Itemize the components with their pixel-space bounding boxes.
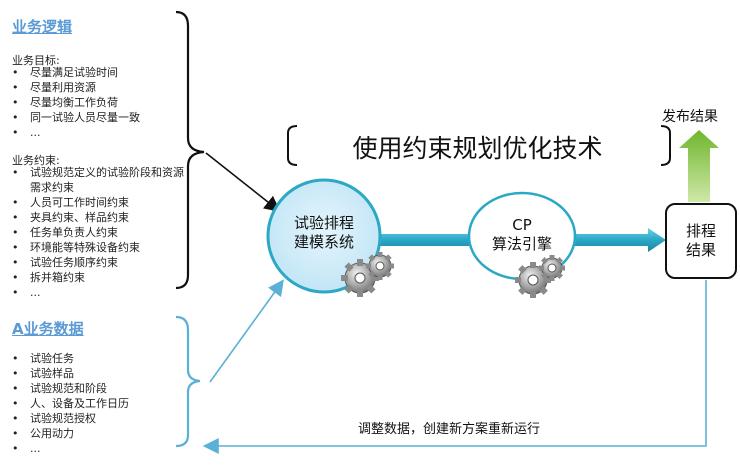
list-item: 尽量均衡工作负荷 bbox=[0, 95, 180, 110]
list-item: 夹具约束、样品约束 bbox=[0, 210, 188, 225]
center-title: 使用约束规划优化技术 bbox=[352, 134, 603, 163]
logic-to-model-arrow bbox=[205, 152, 281, 212]
model-circle bbox=[266, 178, 382, 294]
constraints-heading: 业务约束: bbox=[12, 154, 60, 167]
title-bracket-left bbox=[287, 125, 298, 166]
logic-section-title: 业务逻辑 bbox=[12, 18, 73, 36]
data-section-title: A业务数据 bbox=[12, 320, 84, 338]
list-item: 同一试验人员尽量一致 bbox=[0, 110, 180, 125]
feedback-line bbox=[202, 280, 707, 454]
list-item: 拆并箱约束 bbox=[0, 270, 188, 285]
list-item: 环境能等特殊设备约束 bbox=[0, 240, 188, 255]
model-line-1: 试验排程 bbox=[293, 214, 354, 232]
list-item: 试验样品 bbox=[0, 366, 180, 381]
engine-node-label: CP 算法引擎 bbox=[472, 216, 572, 254]
publish-arrow bbox=[679, 130, 719, 202]
constraints-list: 试验规范定义的试验阶段和资源需求约束 人员可工作时间约束 夹具约束、样品约束 任… bbox=[0, 165, 188, 300]
model-line-2: 建模系统 bbox=[293, 233, 354, 251]
engine-line-1: CP bbox=[512, 216, 532, 234]
list-item: 尽量利用资源 bbox=[0, 80, 180, 95]
list-item: 试验规范定义的试验阶段和资源需求约束 bbox=[0, 165, 188, 195]
goals-list: 尽量满足试验时间 尽量利用资源 尽量均衡工作负荷 同一试验人员尽量一致 ... bbox=[0, 65, 180, 140]
list-item: 人员可工作时间约束 bbox=[0, 195, 188, 210]
gear-icon-model-2 bbox=[366, 252, 394, 280]
engine-line-2: 算法引擎 bbox=[491, 235, 552, 253]
list-item: ... bbox=[0, 125, 180, 140]
data-to-model-arrow bbox=[209, 279, 284, 383]
result-node-label: 排程 结果 bbox=[666, 222, 736, 260]
feedback-label: 调整数据，创建新方案重新运行 bbox=[358, 422, 541, 437]
title-bracket-right bbox=[660, 125, 671, 166]
list-item: 尽量满足试验时间 bbox=[0, 65, 180, 80]
goals-heading: 业务目标: bbox=[12, 54, 60, 67]
result-box bbox=[665, 203, 737, 279]
list-item: 试验任务 bbox=[0, 351, 180, 366]
list-item: ... bbox=[0, 441, 180, 456]
data-brace bbox=[175, 315, 201, 448]
model-node-label: 试验排程 建模系统 bbox=[274, 214, 374, 252]
list-item: 试验规范和阶段 bbox=[0, 381, 180, 396]
list-item: 试验任务顺序约束 bbox=[0, 255, 188, 270]
publish-label: 发布结果 bbox=[662, 109, 718, 125]
result-line-1: 排程 bbox=[685, 222, 716, 240]
gear-icon-model-1 bbox=[341, 259, 379, 297]
result-line-2: 结果 bbox=[685, 241, 716, 259]
gear-icon-engine-2 bbox=[539, 255, 565, 281]
list-item: ... bbox=[0, 285, 188, 300]
data-list: 试验任务 试验样品 试验规范和阶段 人、设备及工作日历 试验规范授权 公用动力 … bbox=[0, 351, 180, 456]
list-item: 试验规范授权 bbox=[0, 411, 180, 426]
list-item: 人、设备及工作日历 bbox=[0, 396, 180, 411]
list-item: 公用动力 bbox=[0, 426, 180, 441]
list-item: 任务单负责人约束 bbox=[0, 225, 188, 240]
